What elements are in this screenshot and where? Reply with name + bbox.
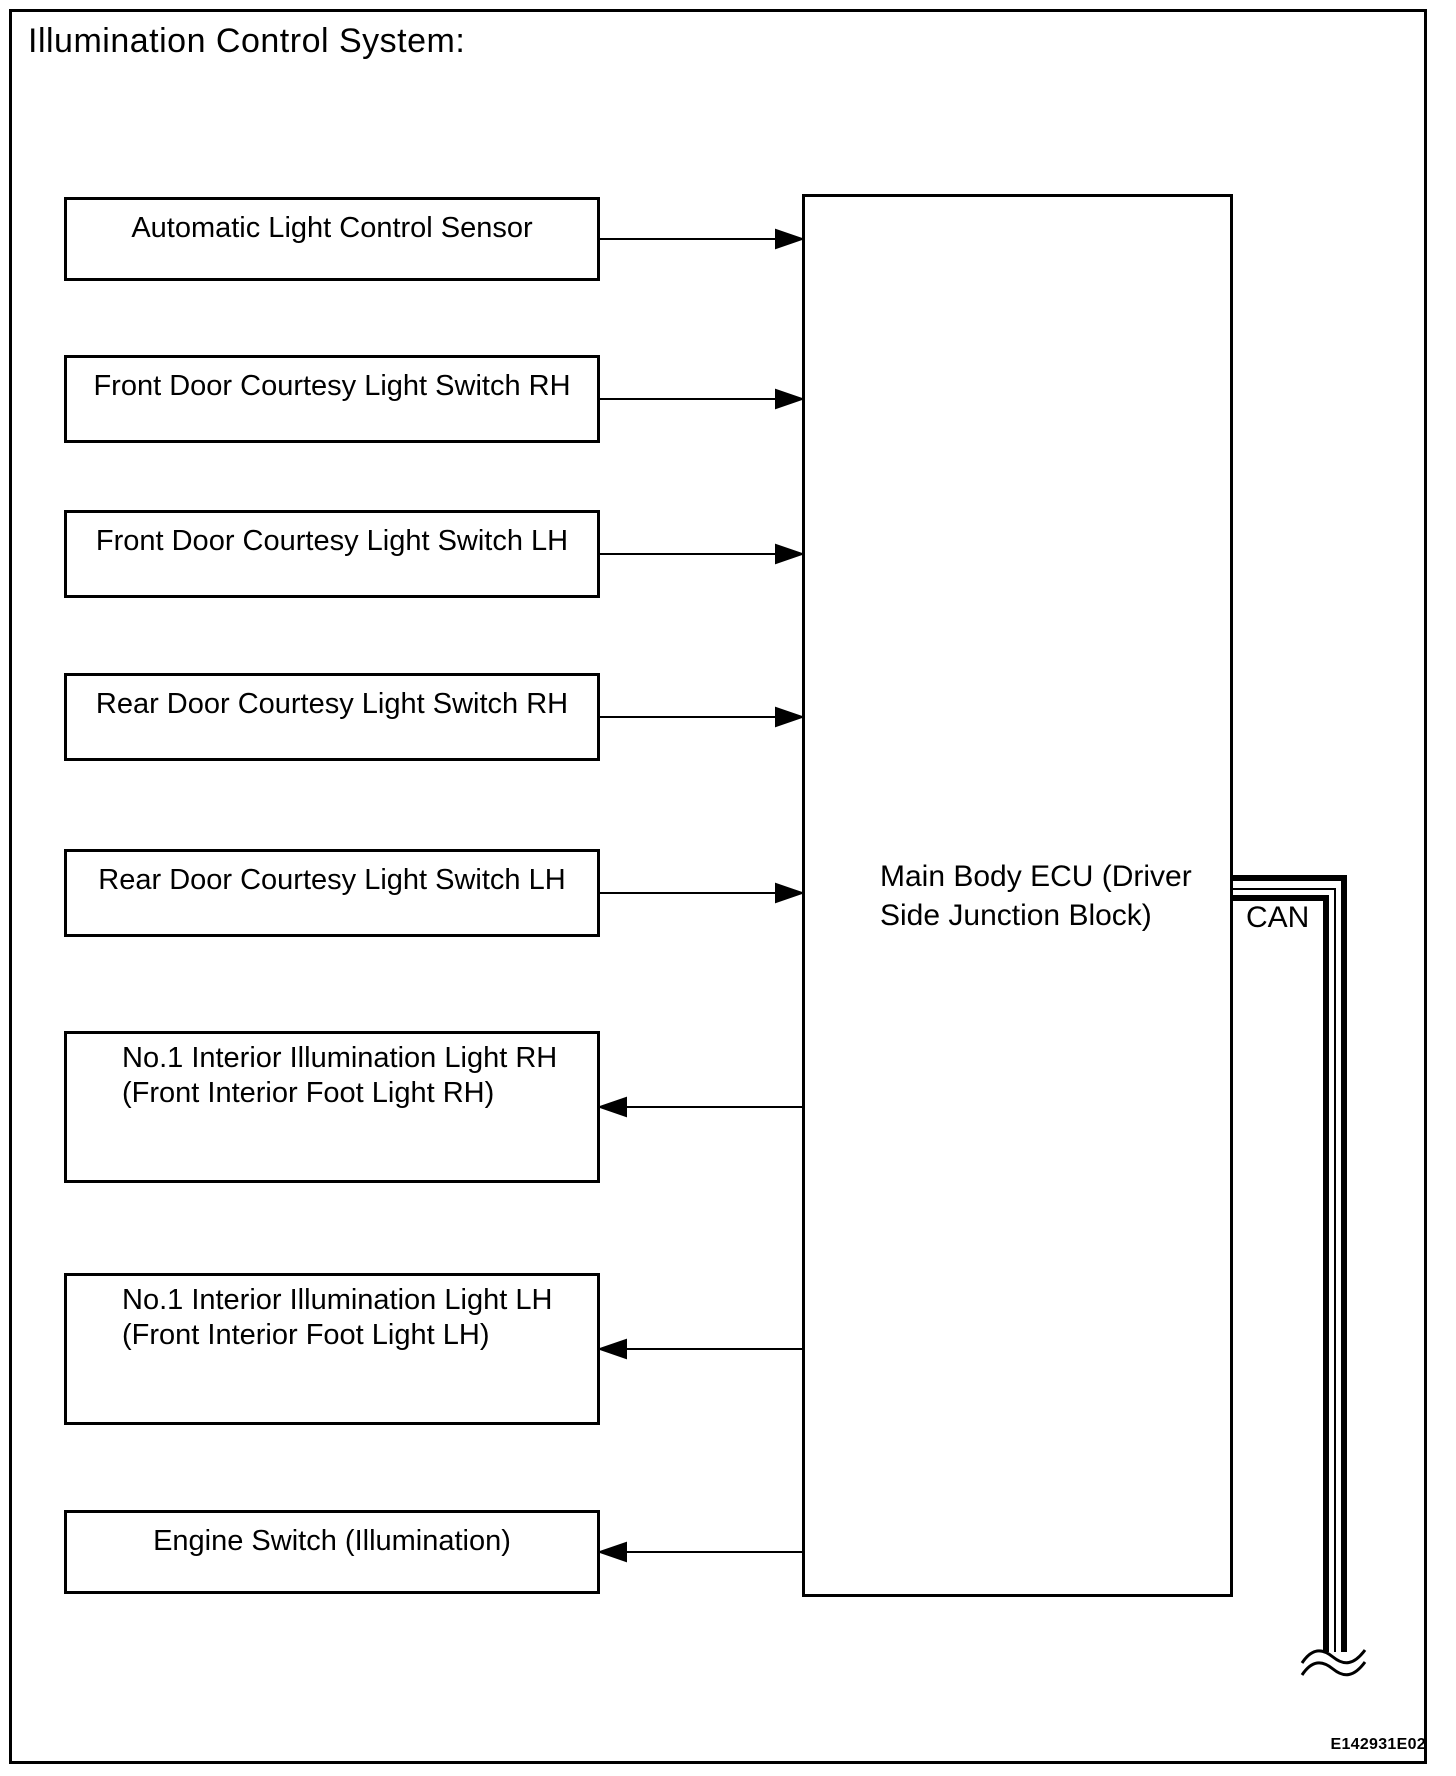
can-bus-label: CAN xyxy=(1246,901,1310,934)
node-automatic-light-control-sensor: Automatic Light Control Sensor xyxy=(64,197,600,281)
node-no1-interior-illumination-light-rh: No.1 Interior Illumination Light RH (Fro… xyxy=(64,1031,600,1183)
node-label: Automatic Light Control Sensor xyxy=(131,212,533,244)
page-border xyxy=(9,9,1427,1764)
node-engine-switch-illumination: Engine Switch (Illumination) xyxy=(64,1510,600,1594)
diagram-title: Illumination Control System: xyxy=(28,22,466,60)
node-label: Rear Door Courtesy Light Switch LH xyxy=(98,864,566,896)
node-rear-door-courtesy-light-switch-lh: Rear Door Courtesy Light Switch LH xyxy=(64,849,600,937)
figure-code: E142931E02 xyxy=(1330,1736,1426,1753)
node-label: No.1 Interior Illumination Light RH (Fro… xyxy=(122,1042,558,1109)
node-rear-door-courtesy-light-switch-rh: Rear Door Courtesy Light Switch RH xyxy=(64,673,600,761)
node-label: Rear Door Courtesy Light Switch RH xyxy=(95,688,569,720)
node-label: Front Door Courtesy Light Switch LH xyxy=(95,525,569,557)
node-main-body-ecu: Main Body ECU (Driver Side Junction Bloc… xyxy=(802,194,1233,1597)
node-label: Front Door Courtesy Light Switch RH xyxy=(93,370,571,402)
node-front-door-courtesy-light-switch-lh: Front Door Courtesy Light Switch LH xyxy=(64,510,600,598)
node-front-door-courtesy-light-switch-rh: Front Door Courtesy Light Switch RH xyxy=(64,355,600,443)
node-no1-interior-illumination-light-lh: No.1 Interior Illumination Light LH (Fro… xyxy=(64,1273,600,1425)
node-label: Engine Switch (Illumination) xyxy=(153,1525,511,1557)
ecu-label: Main Body ECU (Driver Side Junction Bloc… xyxy=(880,859,1192,932)
node-label: No.1 Interior Illumination Light LH (Fro… xyxy=(122,1284,553,1351)
